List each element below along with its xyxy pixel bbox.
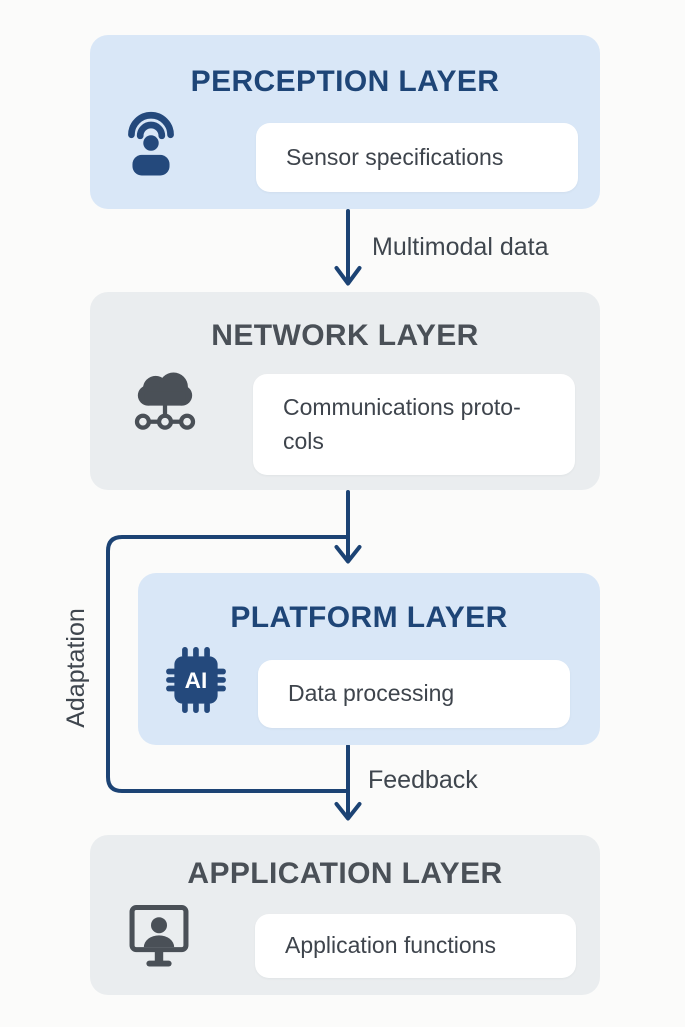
ai-chip-icon: AI [165,645,227,715]
adaptation-label: Adaptation [62,608,90,728]
network-layer-card: NETWORK LAYER Commu [90,292,600,490]
perception-layer-card: PERCEPTION LAYER Sensor specifications [90,35,600,209]
perception-detail-pill: Sensor specifications [256,123,578,192]
network-layer-title: NETWORK LAYER [211,319,479,352]
cloud-network-icon [131,364,199,430]
person-broadcast-icon [124,107,178,177]
application-detail-text: Application functions [285,932,496,959]
network-detail-pill: Communications proto- cols [253,374,575,475]
arrowhead-down-2 [334,545,362,564]
arrowhead-down-1 [334,266,362,286]
ai-chip-label: AI [185,668,208,693]
monitor-user-icon [127,898,191,976]
feedback-label: Feedback [368,766,478,794]
multimodal-data-label: Multimodal data [372,233,549,261]
application-layer-title: APPLICATION LAYER [187,857,503,890]
platform-detail-pill: Data processing [258,660,570,728]
application-detail-pill: Application functions [255,914,576,978]
platform-layer-card: PLATFORM LAYER AI [138,573,600,745]
arrowhead-down-3 [334,802,362,821]
application-layer-card: APPLICATION LAYER Application functions [90,835,600,995]
platform-detail-text: Data processing [288,680,455,707]
network-detail-text: Communications proto- cols [283,394,521,454]
perception-layer-title: PERCEPTION LAYER [190,65,500,98]
platform-layer-title: PLATFORM LAYER [230,601,508,634]
perception-detail-text: Sensor specifications [286,143,504,170]
